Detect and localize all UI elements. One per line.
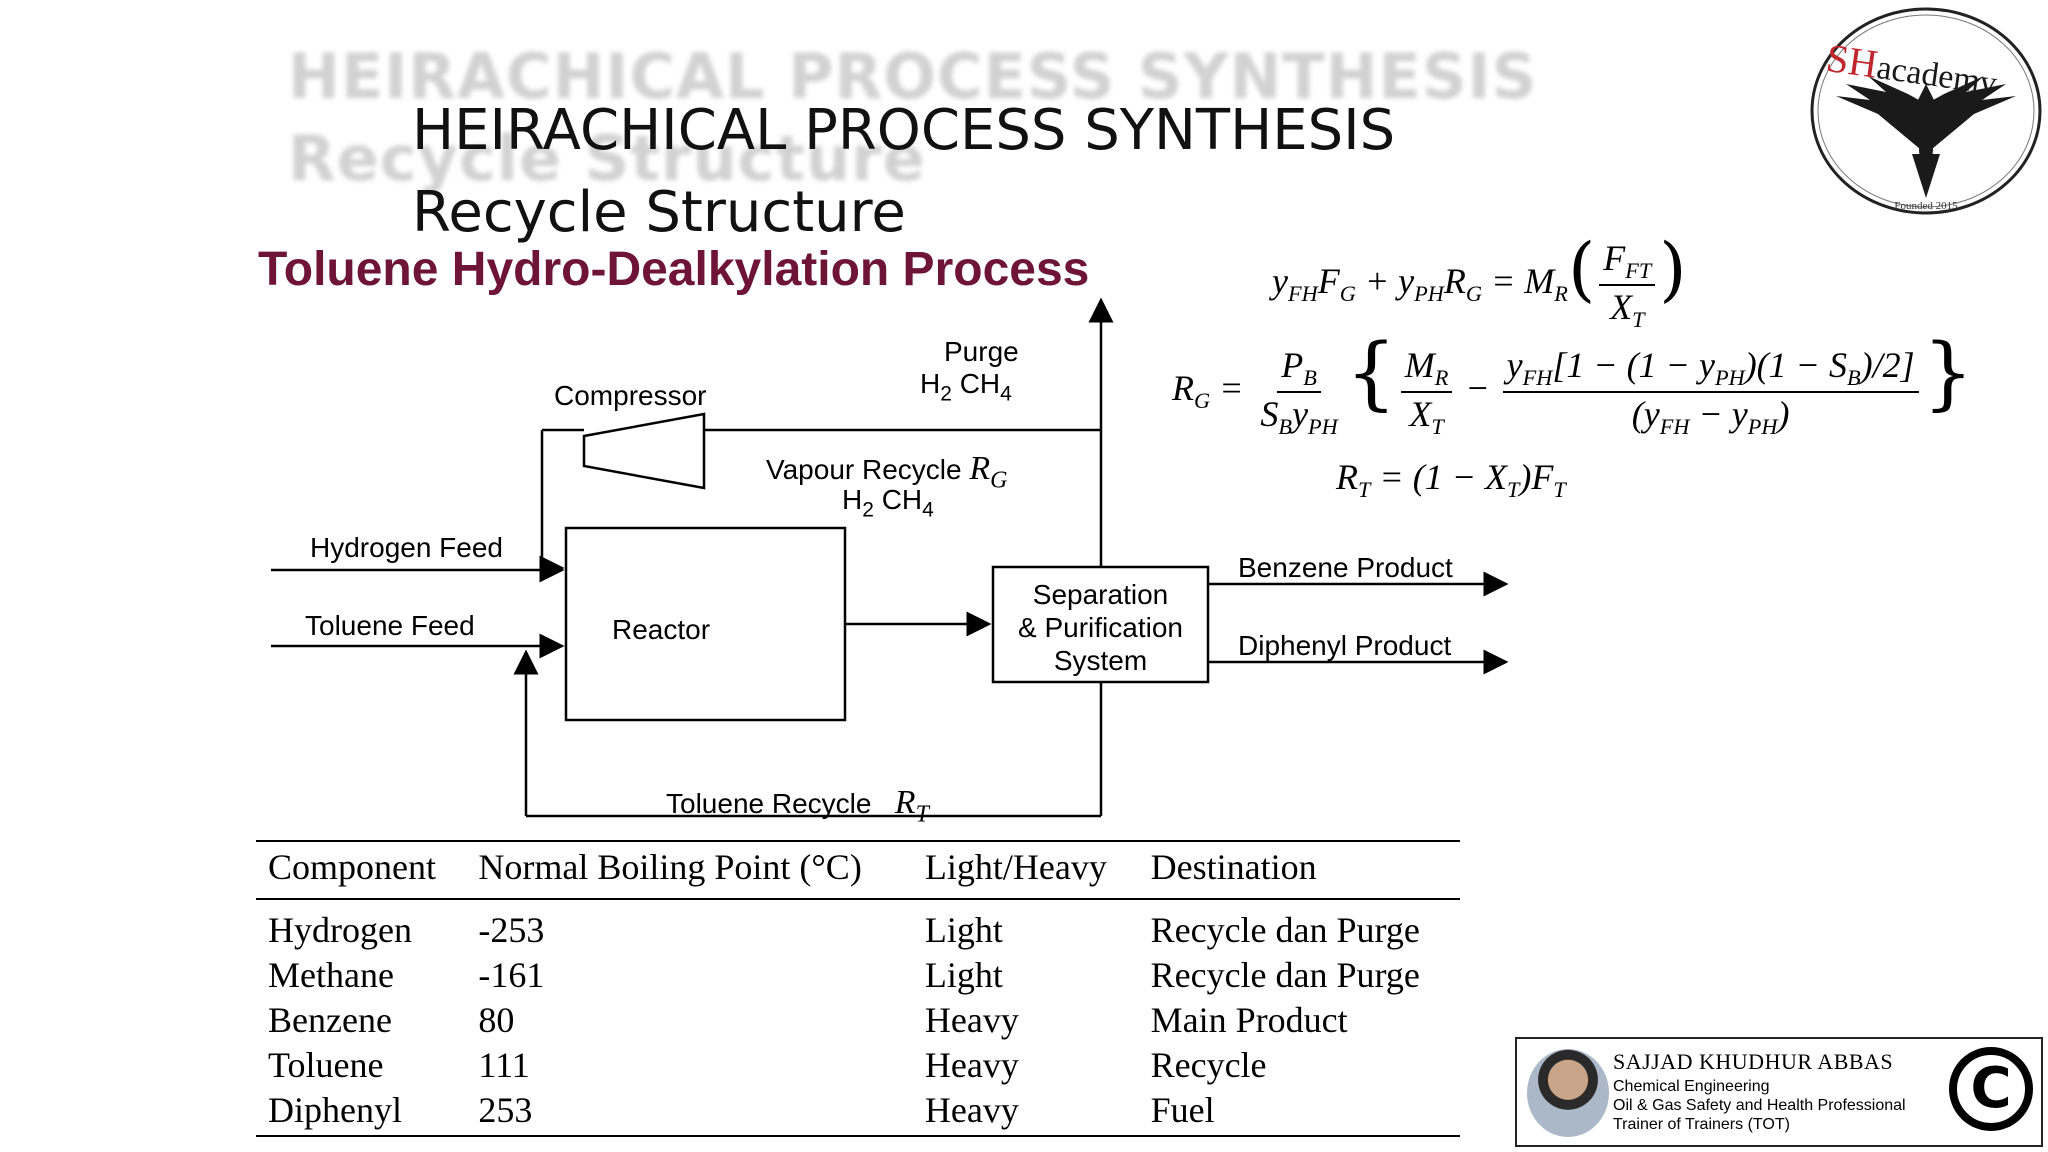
- author-line-2: Oil & Gas Safety and Health Professional: [1613, 1097, 1906, 1114]
- purge-composition: H2 CH4: [920, 368, 1012, 406]
- separation-label: Separation & Purification System: [1018, 579, 1183, 676]
- benzene-product-label: Benzene Product: [1238, 552, 1453, 583]
- col-header-boiling-point: Normal Boiling Point (°C): [478, 847, 862, 887]
- compressor-label: Compressor: [554, 380, 707, 411]
- hydrogen-feed-label: Hydrogen Feed: [310, 532, 504, 563]
- reactor-label: Reactor: [612, 614, 711, 645]
- compressor-symbol: [582, 412, 706, 490]
- vapour-composition: H2 CH4: [842, 484, 934, 522]
- shacademy-logo: Founded 2015: [1808, 4, 2044, 218]
- col-header-destination: Destination: [1150, 847, 1317, 887]
- col-header-light-heavy: Light/Heavy: [924, 847, 1107, 887]
- avatar: [1527, 1049, 1609, 1137]
- page-title: HEIRACHICAL PROCESS SYNTHESIS: [412, 98, 1396, 163]
- page-subtitle: Recycle Structure: [412, 180, 906, 245]
- process-title: Toluene Hydro-Dealkylation Process: [258, 243, 1090, 296]
- component-table: Component Normal Boiling Point (°C) Ligh…: [256, 840, 1460, 1137]
- copyright-icon: C: [1949, 1047, 2033, 1131]
- logo-founded: Founded 2015: [1894, 200, 1958, 212]
- purge-label: Purge: [944, 336, 1019, 367]
- col-header-component: Component: [268, 847, 436, 887]
- toluene-feed-label: Toluene Feed: [305, 610, 475, 641]
- equation-toluene-recycle: RT = (1 − XT)FT: [1336, 457, 1566, 502]
- vapour-recycle-label: Vapour Recycle RG: [766, 450, 1008, 494]
- author-card: SAJJAD KHUDHUR ABBAS Chemical Engineerin…: [1515, 1037, 2043, 1147]
- ghost-subtitle: Recycle Structure: [288, 122, 926, 195]
- author-name: SAJJAD KHUDHUR ABBAS: [1613, 1049, 1894, 1074]
- diphenyl-product-label: Diphenyl Product: [1238, 630, 1452, 661]
- toluene-recycle-label: Toluene Recycle RT: [666, 784, 929, 828]
- author-line-1: Chemical Engineering: [1613, 1078, 1770, 1095]
- author-line-3: Trainer of Trainers (TOT): [1613, 1116, 1790, 1133]
- ghost-title: HEIRACHICAL PROCESS SYNTHESIS: [288, 40, 1538, 113]
